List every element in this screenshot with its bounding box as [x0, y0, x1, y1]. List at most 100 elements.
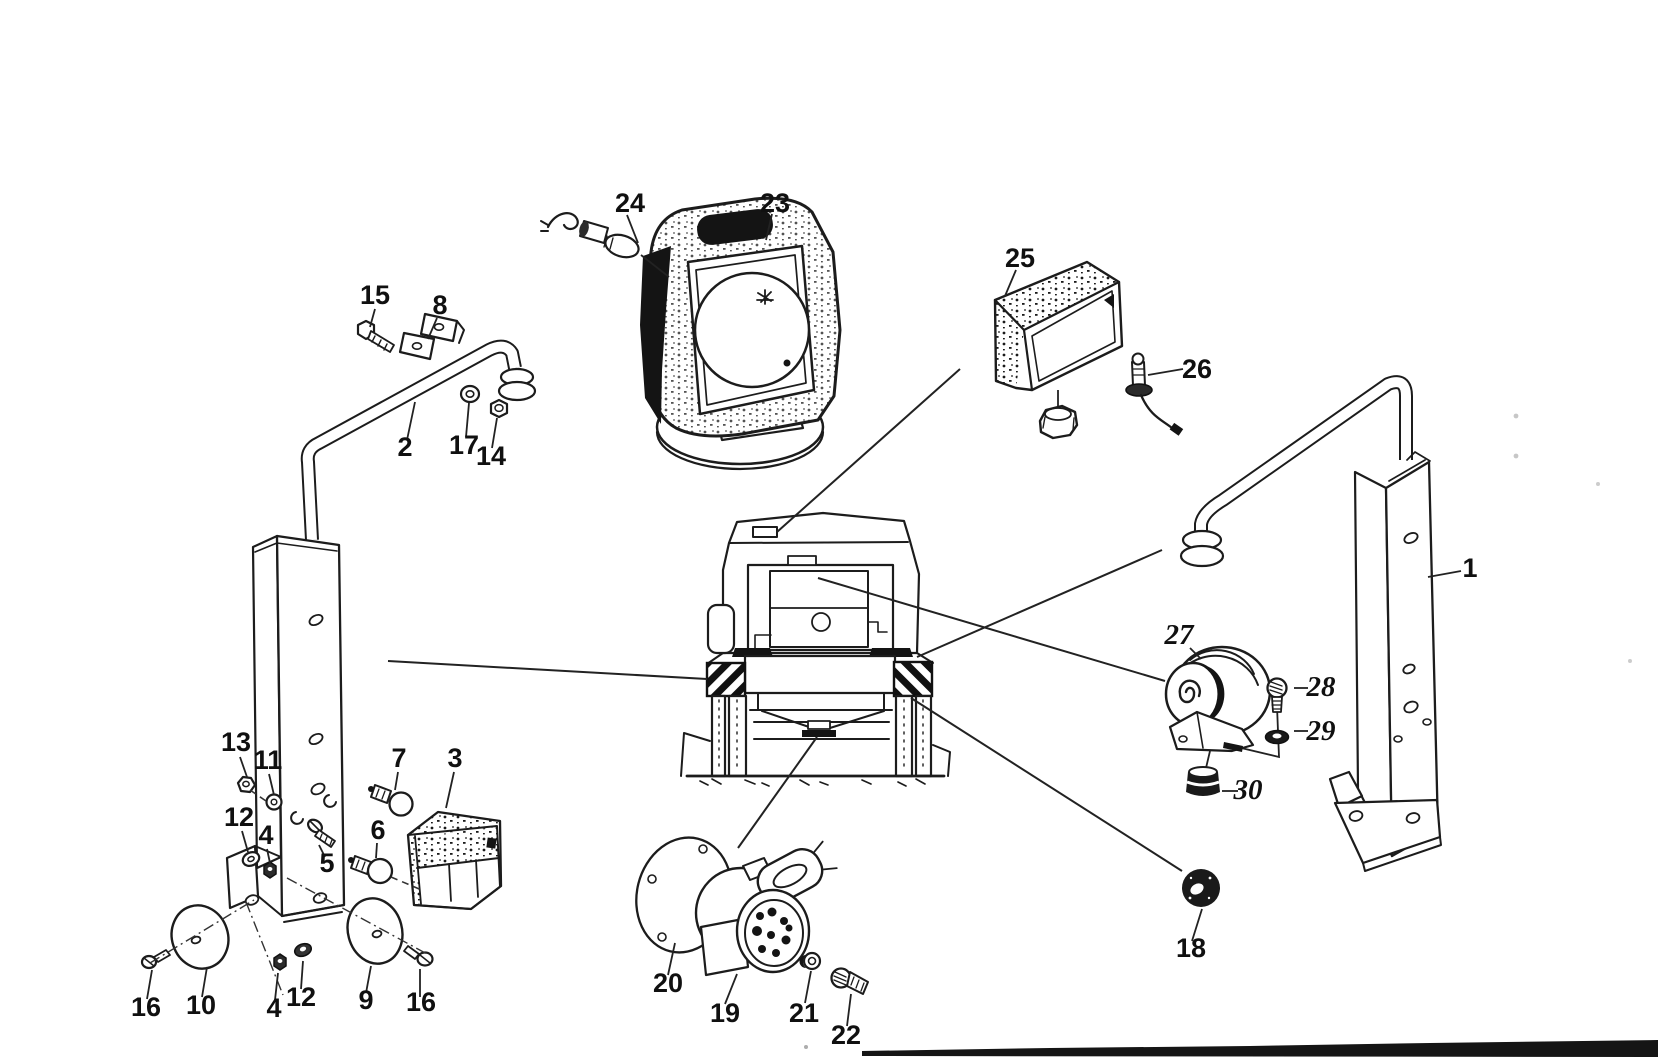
washer-29 — [1264, 729, 1290, 745]
leader-24-to-lamp — [640, 254, 670, 278]
callout-washer-12-lower: 12 — [286, 982, 316, 1012]
bulb-26 — [1125, 352, 1184, 436]
bulb-24 — [540, 212, 640, 259]
callout-nut-13: 13 — [221, 727, 251, 757]
callout-lamp-3: 3 — [447, 743, 462, 773]
clamp-8 — [398, 312, 465, 361]
screw-28 — [1266, 677, 1288, 713]
bracket-arm-tube-2 — [300, 339, 537, 541]
callout-bulb-6: 6 — [370, 815, 385, 845]
callout-rear-lamp-25: 25 — [1005, 243, 1035, 273]
callout-numbers: 24 23 25 26 15 8 2 17 14 1 27 28 29 30 1… — [131, 188, 1478, 1050]
callout-washer-21: 21 — [789, 998, 819, 1028]
page-edge-strip — [862, 1040, 1658, 1057]
rear-lamp-25 — [993, 260, 1184, 440]
lens-glint — [756, 289, 774, 305]
assembly-line — [1236, 705, 1280, 759]
vehicle-rear-view — [680, 511, 951, 787]
nut-4-lower — [273, 953, 287, 971]
bulb-7 — [368, 784, 414, 817]
assembly-axis — [249, 789, 267, 802]
work-lamp-23 — [540, 196, 842, 471]
callout-grommet-18: 18 — [1176, 933, 1206, 963]
nut-13 — [236, 775, 257, 794]
grommet-18 — [1182, 869, 1220, 907]
cotter-hook — [323, 794, 337, 808]
screw-5 — [306, 818, 336, 848]
nut-11 — [265, 793, 283, 811]
grass-marks — [699, 778, 926, 787]
callout-reflector-9: 9 — [358, 985, 373, 1015]
scan-artifacts — [804, 413, 1658, 1057]
leader-lines — [387, 368, 1183, 872]
socket-pins — [752, 907, 793, 957]
washer-21 — [799, 951, 822, 971]
callout-screw-16-left: 16 — [131, 992, 161, 1022]
mirror — [706, 603, 736, 655]
callout-bolt-15: 15 — [360, 280, 390, 310]
callout-arm-2: 2 — [397, 432, 412, 462]
support-legs — [710, 694, 933, 778]
callout-washer-29: 29 — [1306, 715, 1336, 747]
socket-19 — [694, 840, 838, 977]
left-bracket-assembly — [140, 312, 537, 996]
callout-bulb-26: 26 — [1182, 354, 1212, 384]
washer-12-upper — [241, 851, 261, 867]
lamp-lens-25 — [1031, 290, 1116, 382]
screw-16-right — [403, 945, 434, 967]
assembly-axis — [245, 901, 284, 996]
callout-nut-4-lower: 4 — [266, 993, 281, 1023]
nut-4-upper — [263, 861, 277, 879]
cotter-hook — [290, 811, 304, 825]
bolt-15 — [356, 319, 395, 353]
lamp-shaded-side — [640, 246, 671, 424]
hazard-panel-left — [705, 661, 747, 698]
horn-27 — [1164, 645, 1272, 753]
lamp-handle-slot — [697, 209, 773, 245]
bulb-lead-wire — [546, 212, 579, 231]
callout-socket-19: 19 — [710, 998, 740, 1028]
callout-mount-30: 30 — [1233, 774, 1263, 806]
callout-screw-16-right: 16 — [406, 987, 436, 1017]
post-foot — [1333, 798, 1442, 865]
rear-window — [769, 570, 869, 648]
screw-22 — [830, 967, 869, 995]
assembly-axis — [390, 876, 425, 892]
callout-screw-28: 28 — [1306, 671, 1337, 703]
callout-gasket-20: 20 — [653, 968, 683, 998]
screw-16-left — [140, 949, 171, 970]
callout-bulb-24: 24 — [615, 188, 645, 218]
lamp-lens — [693, 271, 811, 389]
horn-assembly — [1164, 645, 1290, 796]
callout-nut-4: 4 — [258, 820, 273, 850]
callout-clamp-8: 8 — [432, 290, 447, 320]
callout-screw-5: 5 — [319, 848, 334, 878]
reflector-disc-10 — [170, 904, 230, 970]
roof-hatch — [752, 526, 778, 538]
assembly-axis — [286, 877, 430, 956]
hitch-latch — [802, 730, 836, 737]
callout-horn-27: 27 — [1164, 619, 1196, 651]
socket-assembly — [635, 836, 869, 995]
combination-lamp-3 — [406, 810, 503, 911]
washer-17 — [459, 384, 481, 404]
callout-nut-14: 14 — [476, 441, 506, 471]
nut-14 — [489, 398, 509, 419]
right-post — [1328, 451, 1442, 872]
mounting-nut-25 — [1038, 404, 1079, 440]
callout-bracket-1: 1 — [1462, 553, 1477, 583]
right-bracket-assembly — [1179, 375, 1442, 872]
counterweight — [743, 654, 897, 695]
horn-spiral — [1178, 679, 1201, 704]
reflector-disc-9 — [346, 897, 404, 965]
callout-washer-12: 12 — [224, 802, 254, 832]
callout-work-lamp-23: 23 — [760, 188, 790, 218]
bulb-lead-wire — [1139, 393, 1174, 430]
hazard-panel-right — [892, 660, 934, 698]
callout-screw-22: 22 — [831, 1020, 861, 1050]
callout-reflector-10: 10 — [186, 990, 216, 1020]
callout-washer-17: 17 — [449, 430, 479, 460]
bracket-arm-tube-right — [1179, 375, 1413, 568]
